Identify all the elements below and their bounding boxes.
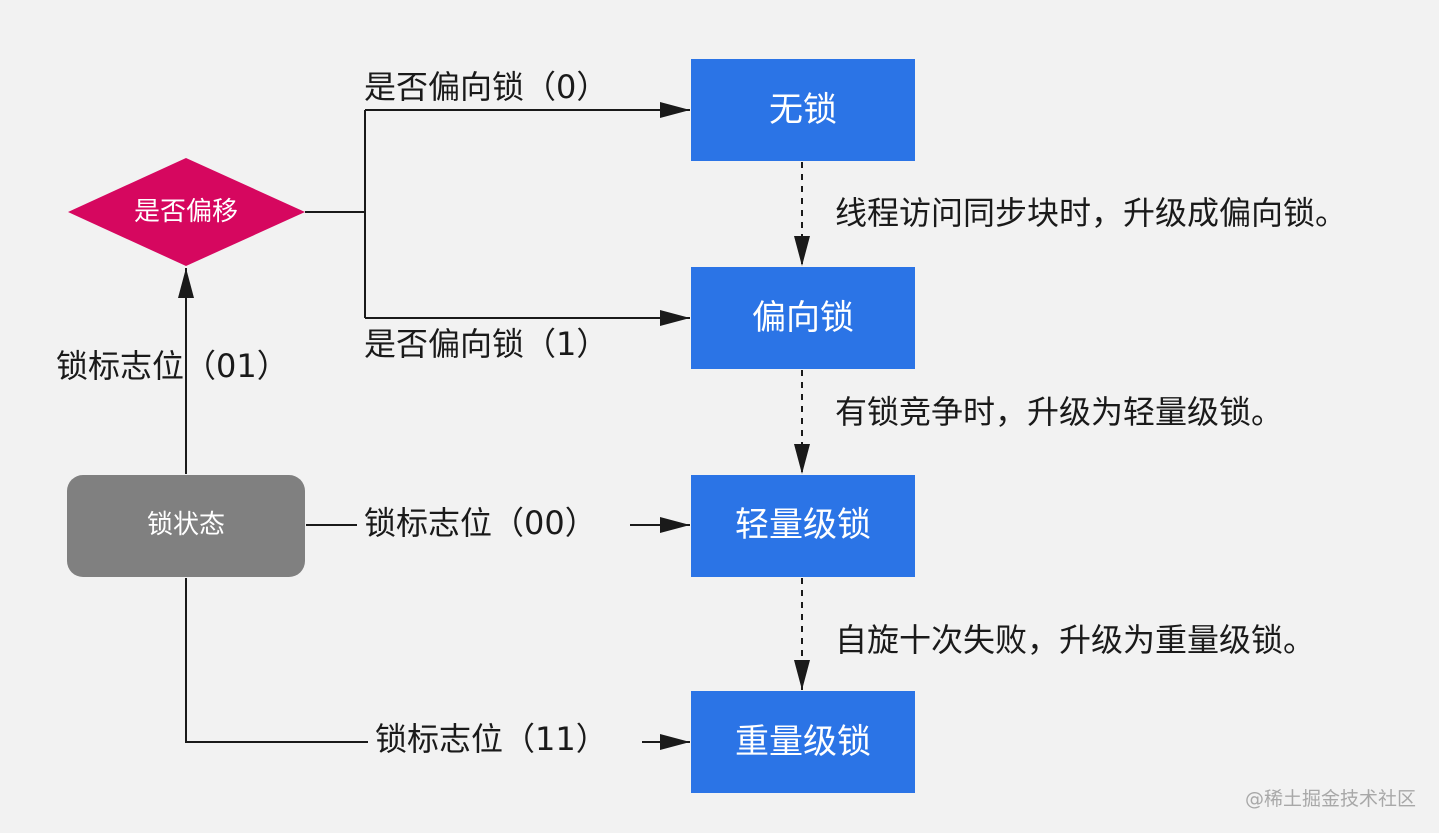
heavyweight-lock-label: 重量级锁 bbox=[735, 722, 871, 762]
edge-label-flag-01: 锁标志位（01） bbox=[56, 347, 289, 385]
watermark-text: @稀土掘金技术社区 bbox=[1245, 788, 1416, 810]
lock-state-label: 锁状态 bbox=[147, 510, 225, 540]
no-lock-label: 无锁 bbox=[769, 90, 837, 130]
edge-label-flag-00: 锁标志位（00） bbox=[364, 504, 597, 542]
decision-diamond bbox=[68, 158, 305, 266]
lightweight-lock-node bbox=[691, 475, 915, 577]
biased-lock-node bbox=[691, 267, 915, 369]
biased-lock-label: 偏向锁 bbox=[752, 298, 854, 338]
decision-label: 是否偏移 bbox=[134, 197, 238, 227]
upgrade-label-to-heavyweight: 自旋十次失败，升级为重量级锁。 bbox=[835, 621, 1315, 659]
lock-state-node bbox=[67, 475, 305, 577]
edge-label-flag-11: 锁标志位（11） bbox=[375, 720, 608, 758]
edge-label-biased-1: 是否偏向锁（1） bbox=[364, 325, 608, 363]
edge-label-biased-0: 是否偏向锁（0） bbox=[364, 68, 608, 106]
upgrade-label-to-lightweight: 有锁竞争时，升级为轻量级锁。 bbox=[835, 393, 1283, 431]
lightweight-lock-label: 轻量级锁 bbox=[735, 505, 871, 545]
heavyweight-lock-node bbox=[691, 691, 915, 793]
upgrade-label-to-biased: 线程访问同步块时，升级成偏向锁。 bbox=[835, 194, 1347, 232]
line-lock-state-to-flag11 bbox=[185, 578, 368, 743]
no-lock-node bbox=[691, 59, 915, 161]
